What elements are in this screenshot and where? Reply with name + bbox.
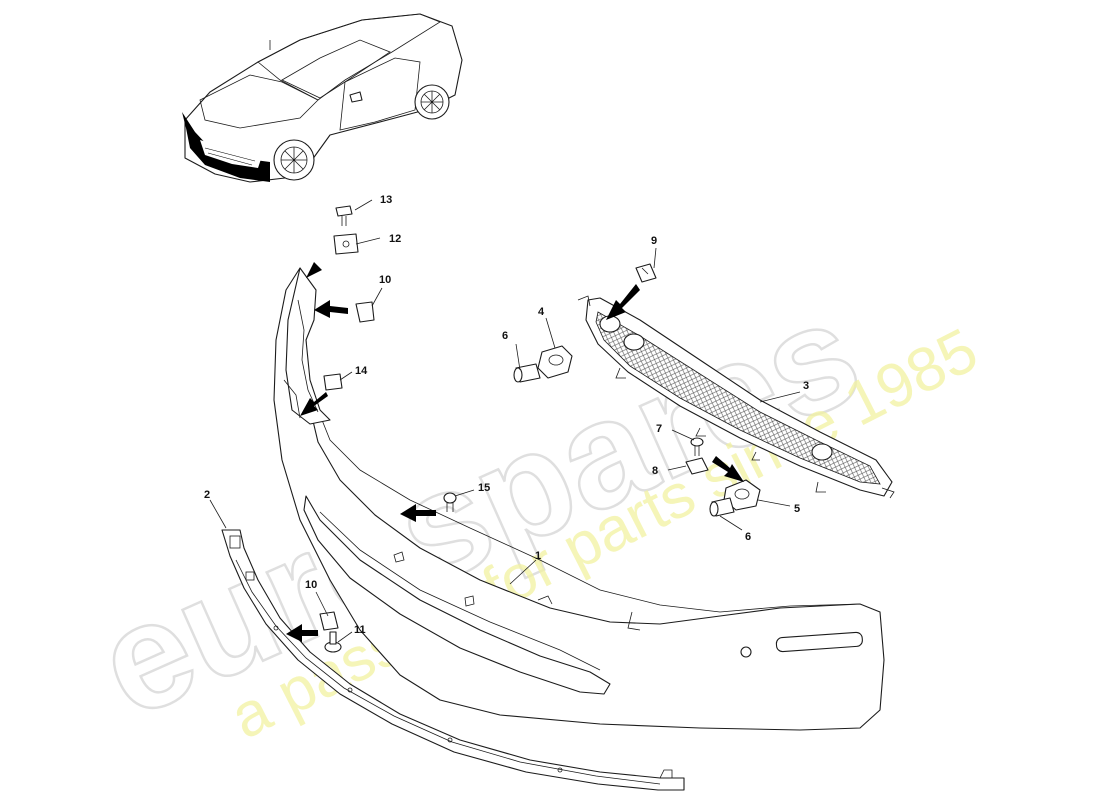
callout-10-upper: 10 [379,274,391,286]
callout-7: 7 [656,423,662,435]
part-9-clip [635,263,657,283]
part-1-front-bumper-cover [273,267,885,731]
callout-3: 3 [803,380,809,392]
callout-6-lower: 6 [745,531,751,543]
arrow-14 [300,392,328,416]
callout-13: 13 [380,194,392,206]
callout-5: 5 [794,503,800,515]
callout-9: 9 [651,235,657,247]
part-10-clip-lower [319,611,339,631]
car-overview-illustration [182,13,463,183]
callout-11: 11 [354,624,366,636]
callout-2: 2 [204,489,210,501]
arrow-10-upper [314,300,348,318]
part-4-sensor-bracket [537,345,573,379]
leader-lines [209,199,801,643]
arrow-9 [606,284,640,320]
part-8-clip [685,457,709,475]
part-6-parking-sensor-upper [513,363,541,383]
arrow-12 [306,254,336,278]
arrow-5 [712,456,744,482]
callout-1: 1 [535,550,541,562]
part-15-bolt [443,492,457,512]
arrow-10-lower [286,624,318,642]
part-14-clip [323,373,343,391]
callout-labels: 13 12 10 14 9 4 6 3 7 8 5 6 15 1 2 10 11 [204,194,809,636]
callout-8: 8 [652,465,658,477]
callout-12: 12 [389,233,401,245]
part-13-bolt [335,205,353,226]
assembly-arrows [286,254,744,642]
part-10-clip-upper [355,301,375,323]
callout-14: 14 [355,365,368,377]
arrow-15 [400,504,436,522]
callout-15: 15 [478,482,490,494]
part-11-push-rivet [324,631,342,653]
part-6-parking-sensor-lower [709,497,735,517]
part-3-grille-mesh [577,295,895,499]
part-12-nut-plate [333,233,359,255]
callout-6-upper: 6 [502,330,508,342]
callout-10-lower: 10 [305,579,317,591]
callout-4: 4 [538,306,545,318]
part-2-lower-spoiler-strip [221,529,685,791]
